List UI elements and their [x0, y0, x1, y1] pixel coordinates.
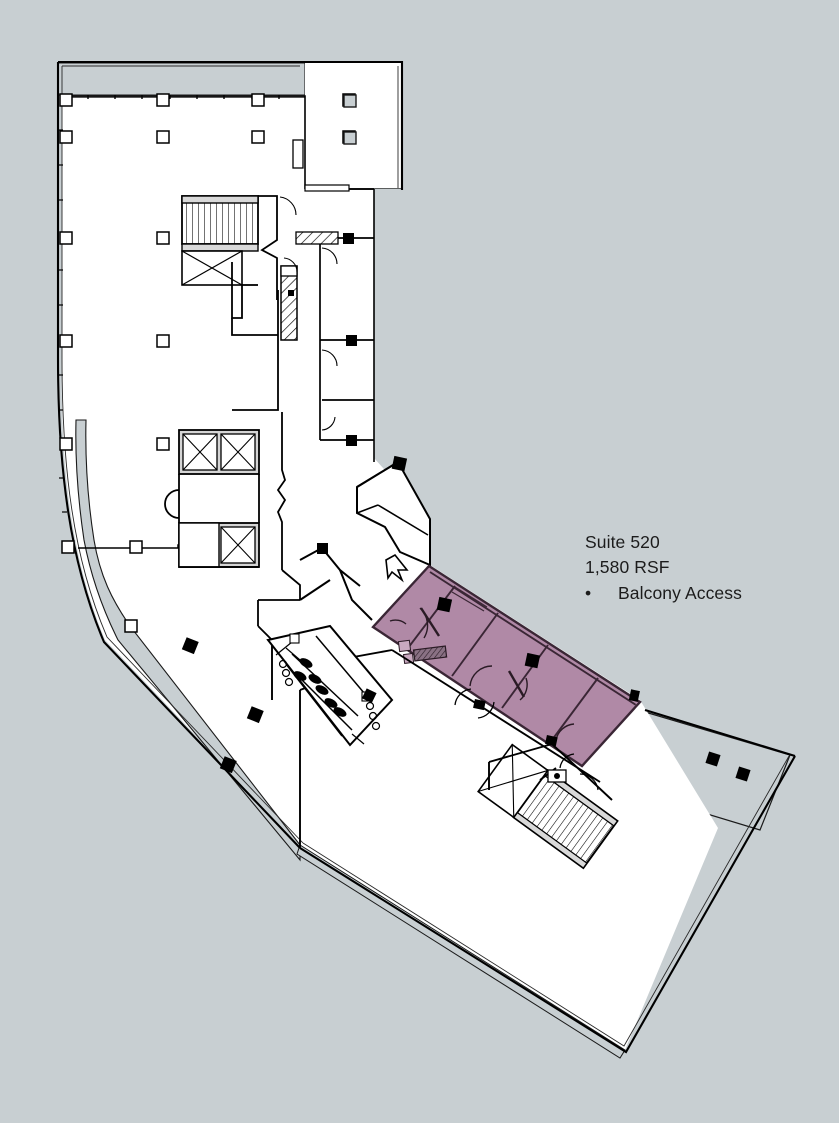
restroom-sinks — [278, 659, 381, 731]
core-to-angled-walls — [299, 546, 373, 621]
restroom-fixtures — [293, 658, 347, 717]
elevator-bank-upper — [178, 429, 260, 475]
suite-520-door-leaves — [419, 607, 526, 698]
elevator-lobby-walls — [164, 412, 301, 641]
hatch-closet-core — [295, 231, 339, 245]
suite-520-fill — [371, 564, 642, 768]
legend-feature-balcony-access: Balcony Access — [618, 583, 742, 603]
suite-520[interactable] — [371, 564, 642, 782]
building-outline — [56, 60, 796, 1054]
legend-bullet-glyph: • — [585, 583, 591, 603]
legend: Suite 520 1,580 RSF • Balcony Access — [585, 532, 742, 603]
suite-casework — [412, 645, 448, 662]
balcony-north-strip — [57, 62, 306, 96]
building-outline-offset — [61, 65, 790, 1047]
legend-area-label: 1,580 RSF — [585, 557, 670, 577]
angled-rooms — [356, 460, 431, 583]
legend-suite-label: Suite 520 — [585, 532, 660, 552]
column-grid-solid — [181, 233, 751, 782]
stair-north — [181, 195, 297, 411]
stair-vestibule-fixtures — [547, 769, 567, 783]
core-shaft — [280, 265, 298, 341]
elevator-lower — [178, 522, 260, 568]
window-mullions-west — [58, 129, 67, 513]
restroom-block — [266, 624, 394, 747]
corridor-doors-south — [454, 688, 575, 769]
door-arcs-core — [283, 247, 338, 431]
balcony-columns-ne — [343, 94, 357, 145]
